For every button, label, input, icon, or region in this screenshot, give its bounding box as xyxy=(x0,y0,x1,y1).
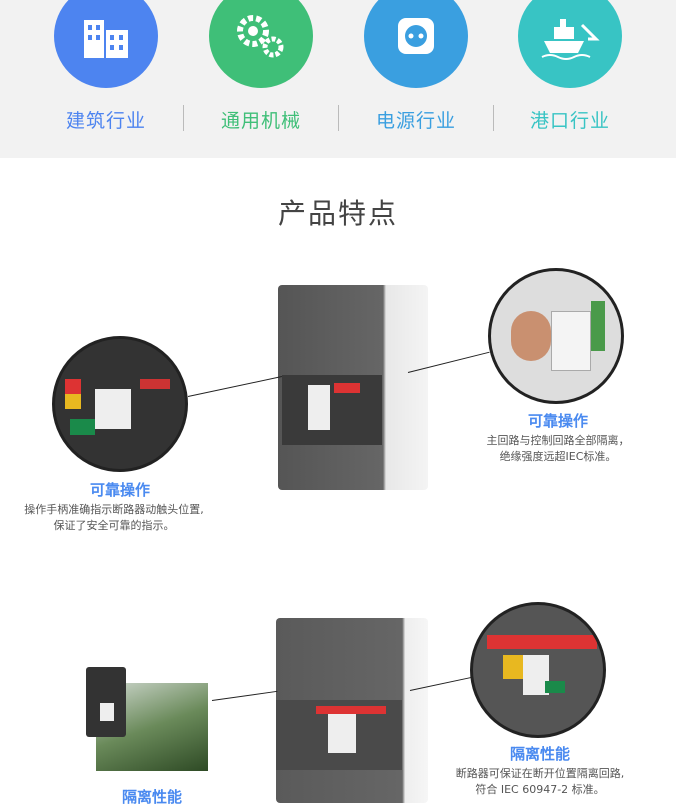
feature-title: 隔离性能 xyxy=(121,788,182,806)
feature-title: 可靠操作 xyxy=(89,481,150,499)
feature-desc-line: 断路器可保证在断开位置隔离回路, xyxy=(455,767,625,780)
feature-title: 隔离性能 xyxy=(509,745,570,763)
feature-desc-line: 绝缘强度远超IEC标准。 xyxy=(499,450,617,463)
divider xyxy=(493,105,494,131)
feature-desc: 主回路与控制回路全部隔离， 绝缘强度远超IEC标准。 xyxy=(450,433,666,465)
feature-desc-line: 保证了安全可靠的指示。 xyxy=(53,519,175,532)
breaker-image xyxy=(276,618,428,803)
jungle-scene-image xyxy=(86,667,208,771)
industry-label: 港口行业 xyxy=(529,110,610,132)
power-socket-icon xyxy=(364,0,468,88)
section-title: 产品特点 xyxy=(277,197,398,230)
handle-detail-image xyxy=(52,336,188,472)
divider xyxy=(338,105,339,131)
feature-desc-line: 主回路与控制回路全部隔离， xyxy=(486,434,630,447)
industry-power[interactable]: 电源行业 xyxy=(346,0,486,133)
divider xyxy=(183,105,184,131)
feature-desc-line: 操作手柄准确指示断路器动触头位置, xyxy=(24,503,204,516)
callout-line xyxy=(211,690,278,701)
feature-desc: 断路器可保证在断开位置隔离回路, 符合 IEC 60947-2 标准。 xyxy=(436,766,644,798)
industry-label: 建筑行业 xyxy=(65,110,146,132)
industry-port[interactable]: 港口行业 xyxy=(500,0,640,133)
gears-icon xyxy=(209,0,313,88)
industry-label: 通用机械 xyxy=(220,110,301,132)
feature-desc: 操作手柄准确指示断路器动触头位置, 保证了安全可靠的指示。 xyxy=(0,502,228,534)
building-icon xyxy=(54,0,158,88)
feature-title: 可靠操作 xyxy=(527,412,588,430)
industry-label: 电源行业 xyxy=(375,110,456,132)
breaker-image xyxy=(278,285,428,490)
isolation-detail-image xyxy=(488,268,624,404)
callout-line xyxy=(187,376,283,397)
industry-building[interactable]: 建筑行业 xyxy=(36,0,176,133)
feature-desc-line: 符合 IEC 60947-2 标准。 xyxy=(475,783,605,796)
ship-icon xyxy=(518,0,622,88)
isolation-detail-image xyxy=(470,602,606,738)
industry-machinery[interactable]: 通用机械 xyxy=(191,0,331,133)
